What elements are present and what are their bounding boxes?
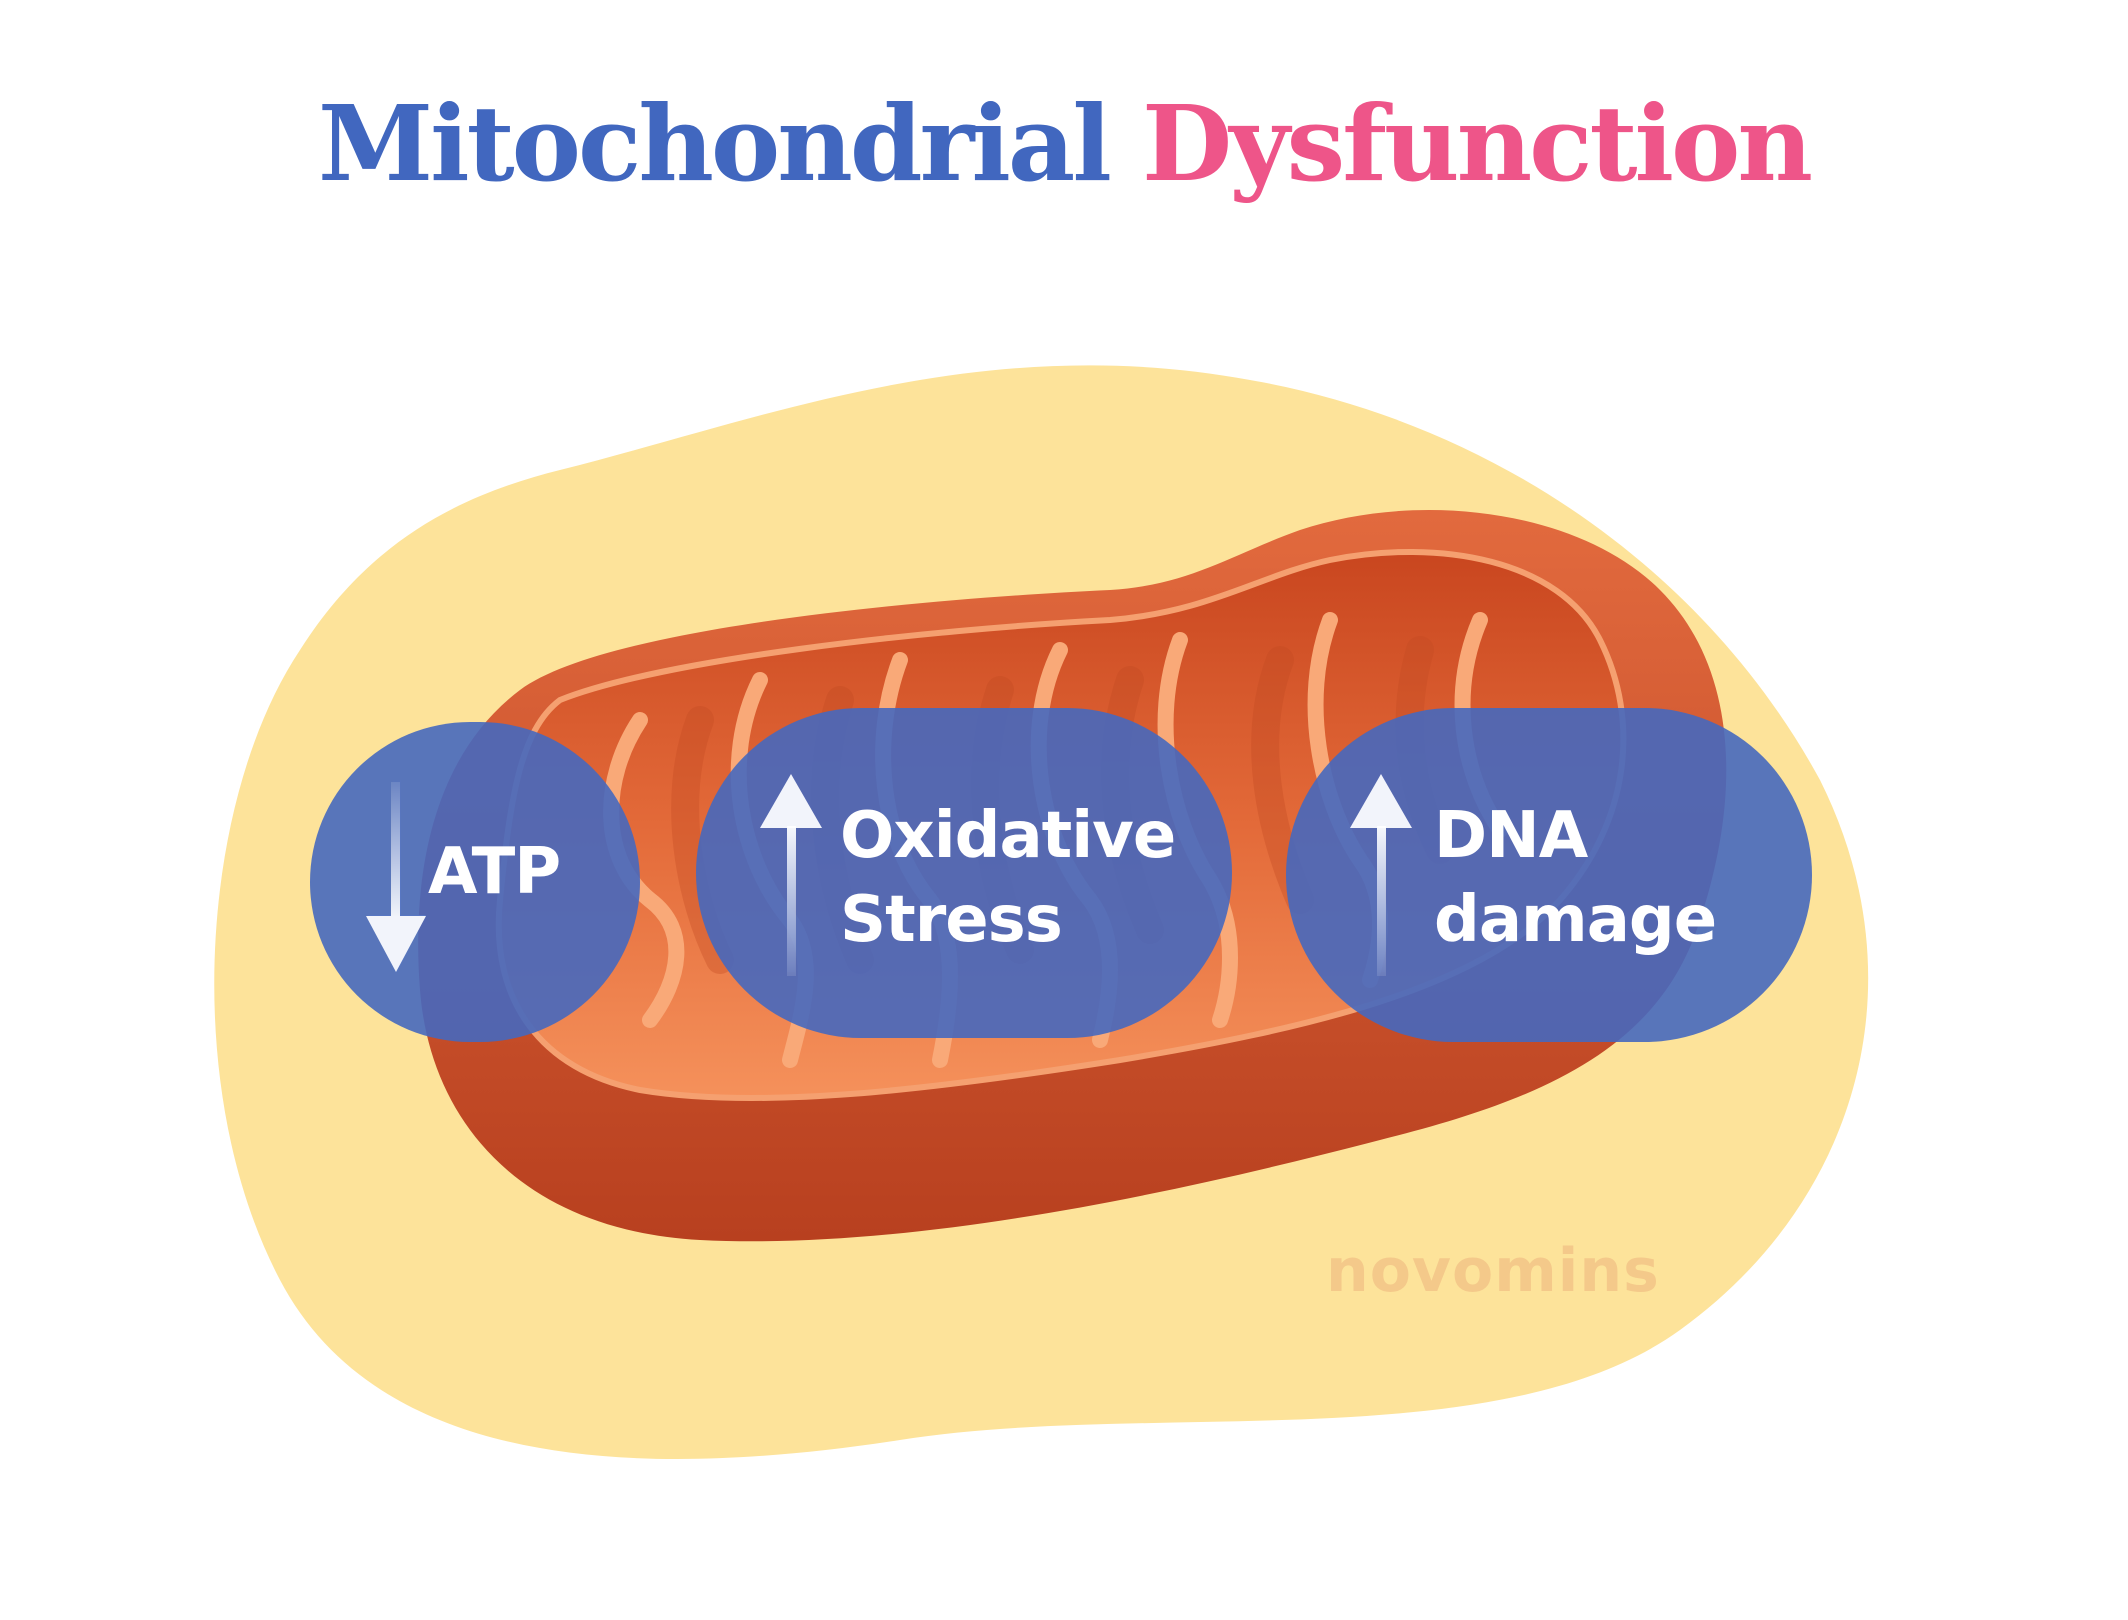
- oxidative-stress-label-line2: Stress: [840, 883, 1063, 957]
- brand-logo: novomins: [1326, 1236, 1660, 1306]
- oxidative-stress-label-line1: Oxidative: [840, 799, 1176, 873]
- up-arrow-icon: [1350, 774, 1412, 976]
- page-title: Mitochondrial Dysfunction: [0, 92, 2128, 196]
- dna-damage-label-line1: DNA: [1434, 799, 1588, 873]
- title-word-dysfunction: Dysfunction: [1142, 82, 1813, 205]
- dna-damage-badge: [1286, 708, 1812, 1042]
- title-word-mitochondrial: Mitochondrial: [317, 82, 1112, 205]
- oxidative-stress-badge: [696, 708, 1232, 1038]
- down-arrow-icon: [366, 782, 426, 972]
- atp-label: ATP: [428, 835, 561, 909]
- atp-badge: [310, 722, 640, 1042]
- up-arrow-icon: [760, 774, 822, 976]
- dna-damage-label-line2: damage: [1434, 883, 1717, 957]
